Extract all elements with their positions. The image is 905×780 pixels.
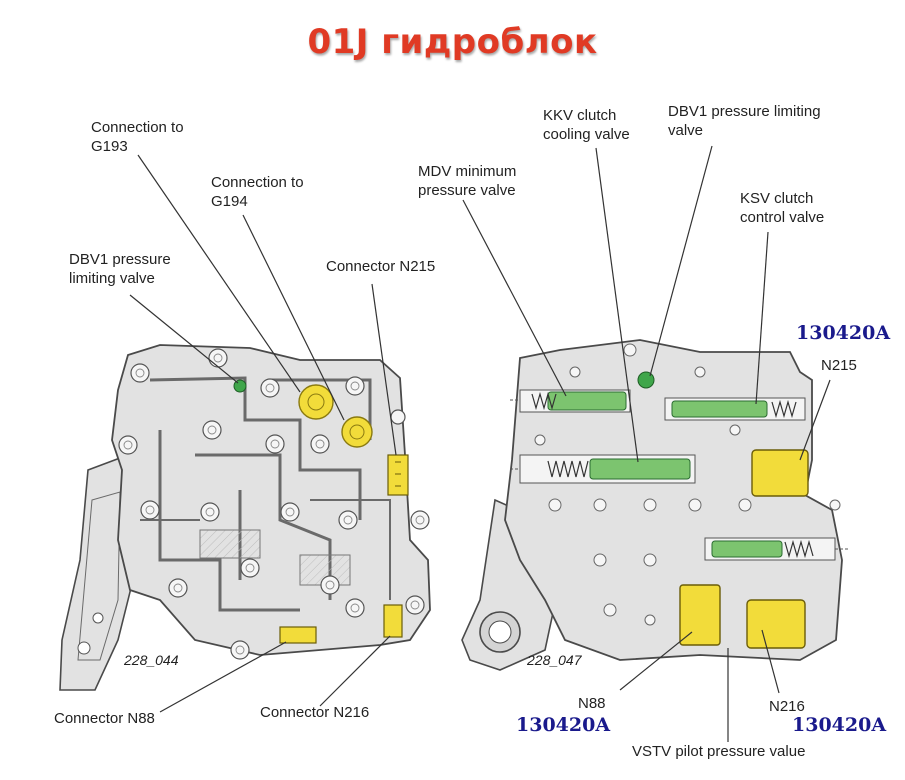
g194-connection	[341, 416, 373, 448]
n216-solenoid	[746, 599, 806, 649]
figure-id-right: 228_047	[527, 652, 582, 668]
kkv-spool	[547, 458, 691, 480]
label-dbv1-right: DBV1 pressure limiting valve	[668, 103, 821, 139]
n88-connector	[279, 626, 317, 644]
dbv1-valve-right	[637, 371, 655, 389]
right-valve-body	[461, 339, 850, 671]
label-vstv: VSTV pilot pressure value	[632, 743, 806, 760]
label-connection-g194: Connection to G194	[211, 174, 304, 210]
label-n215: N215	[821, 357, 857, 374]
label-connector-n88: Connector N88	[54, 710, 155, 727]
left-valve-body	[59, 344, 431, 691]
n215-connector	[387, 454, 409, 496]
figure-id-left: 228_044	[124, 652, 179, 668]
vstv-spool	[711, 539, 814, 559]
part-code-n215: 130420A	[796, 322, 891, 344]
dbv1-valve-left	[233, 379, 247, 393]
n216-connector	[383, 604, 403, 638]
mdv-spool	[531, 391, 627, 411]
ksv-spool	[671, 399, 797, 419]
part-code-n88: 130420A	[516, 714, 611, 736]
label-mdv: MDV minimum pressure valve	[418, 163, 517, 199]
label-connector-n216: Connector N216	[260, 704, 370, 721]
g193-connection	[298, 384, 334, 420]
n88-solenoid	[679, 584, 721, 646]
label-connector-n215: Connector N215	[326, 258, 436, 275]
label-dbv1-left: DBV1 pressure limiting valve	[69, 251, 171, 287]
label-n88: N88	[578, 695, 606, 712]
label-kkv: KKV clutch cooling valve	[543, 107, 630, 143]
label-n216: N216	[769, 698, 805, 715]
label-ksv: KSV clutch control valve	[740, 190, 825, 226]
leader-lines	[129, 145, 831, 742]
label-connection-g193: Connection to G193	[91, 119, 184, 155]
n215-solenoid	[751, 449, 809, 497]
part-code-n216: 130420A	[792, 714, 887, 736]
page-title: 01J гидроблок	[307, 22, 598, 62]
